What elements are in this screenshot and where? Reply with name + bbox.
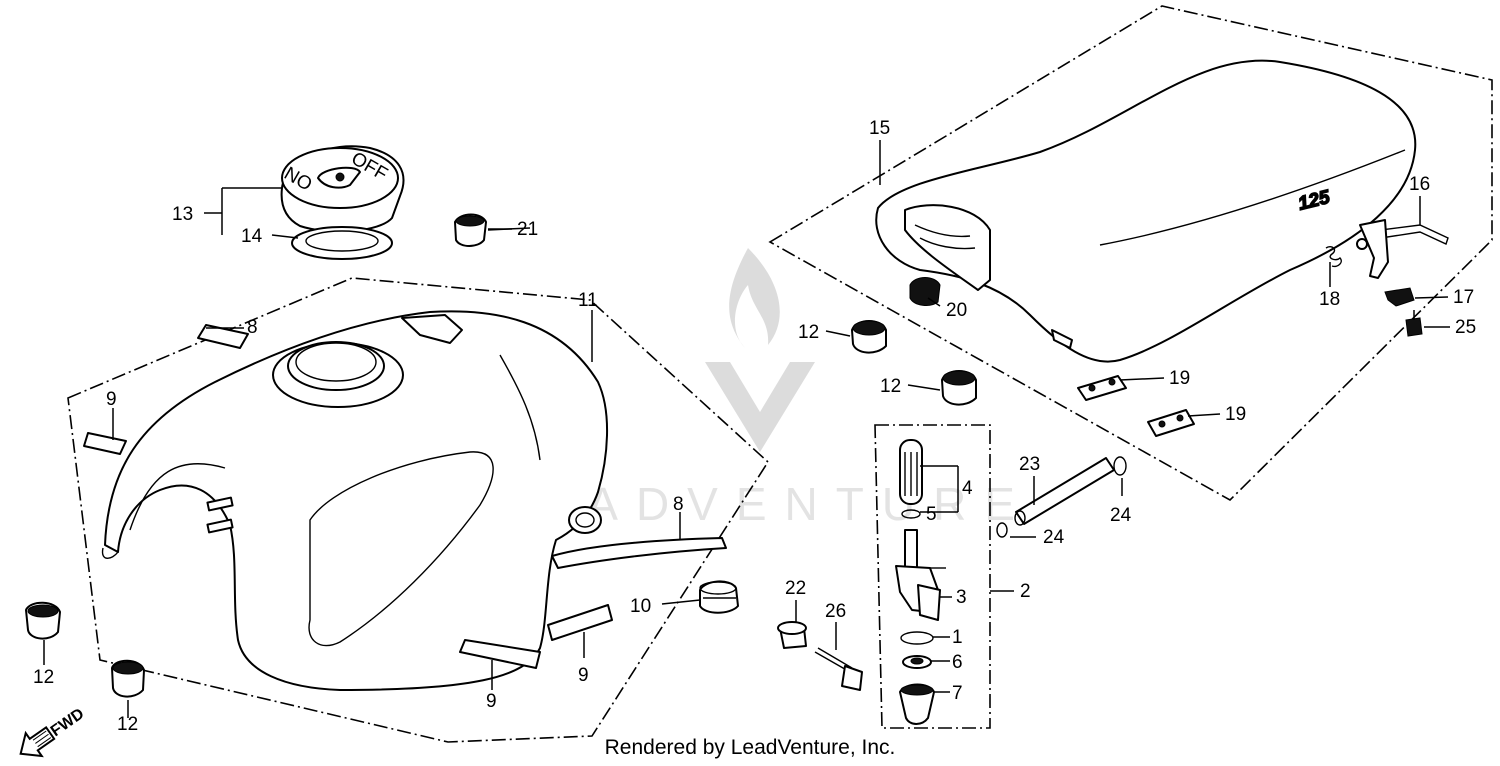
- callout-2: 2: [1020, 581, 1031, 602]
- callout-15: 15: [869, 118, 890, 139]
- callout-5: 5: [926, 504, 937, 525]
- seat: 125: [875, 59, 1417, 363]
- callout-9-left: 9: [106, 389, 117, 410]
- seat-assembly-outline: [768, 5, 1493, 501]
- callout-12-bottom: 12: [117, 714, 138, 735]
- callout-11: 11: [578, 290, 598, 311]
- callout-labels: 13 14 21 8 11 9 8 10 9 9 12 12 12 12 15 …: [33, 118, 1476, 735]
- callout-13: 13: [172, 204, 193, 225]
- callout-21: 21: [517, 219, 538, 240]
- fuel-strainer-4: [899, 439, 923, 505]
- callout-22: 22: [785, 578, 806, 599]
- callout-14: 14: [241, 226, 263, 247]
- seat-bumper-20: [909, 277, 941, 306]
- callout-24-right: 24: [1110, 505, 1132, 526]
- seat-hook-19-lower: [1147, 409, 1195, 437]
- o-ring-5: [901, 509, 921, 519]
- fuel-cap: OFF ON: [280, 145, 405, 233]
- fuel-cap-gasket: [291, 226, 393, 260]
- seat-hook-19-upper: [1077, 375, 1127, 401]
- callout-10: 10: [630, 596, 651, 617]
- callout-9-bottom-right: 9: [578, 665, 589, 686]
- fuel-tank-assembly-outline: [67, 277, 770, 743]
- cap-nut-12-bottom: [111, 659, 145, 698]
- seat-lock-spring-18: [1325, 245, 1342, 268]
- callout-19-lower: 19: [1225, 404, 1246, 425]
- fuel-valve-3: [895, 529, 946, 621]
- callout-8-upper: 8: [247, 317, 258, 338]
- tank-cushion-8-lower: [551, 537, 727, 569]
- rubber-cap-21: [454, 213, 487, 247]
- callout-3: 3: [956, 587, 967, 608]
- callout-12-left: 12: [33, 667, 54, 688]
- fuel-tank: [101, 310, 609, 691]
- callout-18: 18: [1319, 289, 1340, 310]
- callout-24-left: 24: [1043, 527, 1065, 548]
- collar-22: [777, 621, 807, 649]
- callout-12-middle: 12: [880, 376, 901, 397]
- callout-23: 23: [1019, 454, 1040, 475]
- mount-nut-10: [699, 580, 739, 614]
- callout-9-bottom-left: 9: [486, 691, 497, 712]
- callout-12-upper: 12: [798, 322, 819, 343]
- forward-direction-indicator: FWD: [19, 705, 88, 758]
- filter-screen-6: [902, 655, 932, 669]
- callout-4: 4: [962, 478, 973, 499]
- callout-20: 20: [946, 300, 967, 321]
- tube-clip-24-right: [1113, 456, 1127, 476]
- leader-lines: [43, 140, 1450, 718]
- callout-25: 25: [1455, 317, 1476, 338]
- callout-17: 17: [1453, 287, 1474, 308]
- seat-lock-bracket-16: [1356, 219, 1449, 279]
- cap-nut-12-upper: [851, 320, 887, 354]
- tank-cushion-9-left: [83, 432, 127, 455]
- callout-16: 16: [1409, 174, 1430, 195]
- tank-cushion-8-upper: [197, 324, 249, 349]
- callout-7: 7: [952, 683, 963, 704]
- packing-1: [900, 631, 934, 645]
- callout-6: 6: [952, 652, 963, 673]
- callout-26: 26: [825, 601, 846, 622]
- fuel-valve-assembly-outline: [874, 424, 991, 729]
- tube-clip-24-left: [996, 522, 1008, 538]
- callout-19-upper: 19: [1169, 368, 1190, 389]
- cap-nut-12-middle: [941, 370, 977, 406]
- seat-lock-clip-17: [1384, 287, 1415, 307]
- callout-8-lower: 8: [673, 494, 684, 515]
- fwd-label: FWD: [48, 705, 88, 740]
- tank-cushion-9-bottom-left: [459, 639, 541, 669]
- fuel-cup-7: [899, 683, 935, 725]
- footer-credit: Rendered by LeadVenture, Inc.: [604, 736, 896, 759]
- bolt-25: [1405, 310, 1423, 337]
- bolt-26: [814, 647, 863, 691]
- tank-cushion-9-bottom-right: [547, 604, 613, 641]
- cap-nut-12-left: [25, 601, 61, 640]
- callout-1: 1: [952, 627, 963, 648]
